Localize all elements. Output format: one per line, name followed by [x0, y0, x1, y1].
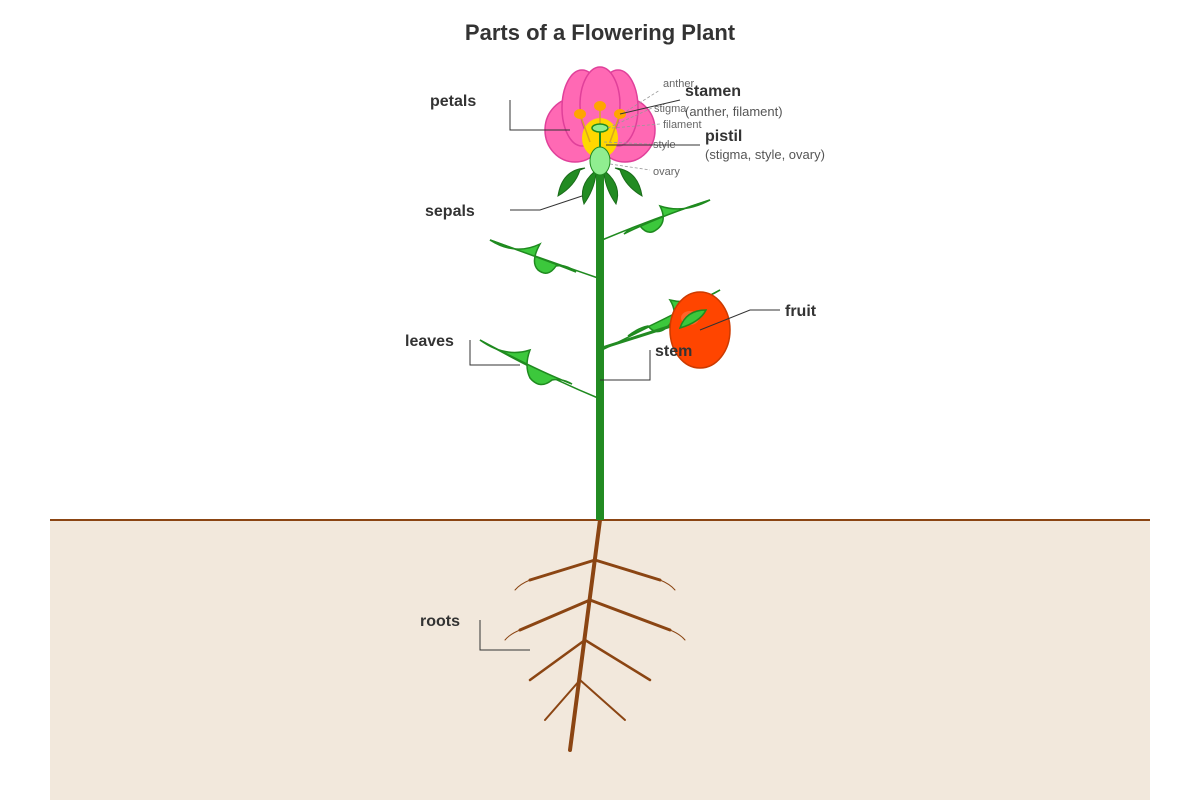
diagram-title: Parts of a Flowering Plant	[465, 20, 736, 45]
soil-area	[50, 520, 1150, 800]
leaf-lower-left	[479, 339, 599, 399]
sepals-group	[557, 167, 643, 206]
ovary-label: ovary	[653, 166, 680, 178]
pistil-sublabel: (stigma, style, ovary)	[705, 147, 825, 162]
leaf-upper-left	[489, 239, 599, 279]
leaf-upper-right	[601, 199, 711, 241]
stamen-sublabel: (anther, filament)	[685, 104, 783, 119]
flower-center	[574, 101, 626, 176]
ovary	[589, 146, 611, 176]
petals-label: petals	[430, 93, 476, 110]
anther-label: anther	[663, 78, 695, 90]
leader-lines	[469, 99, 780, 651]
stem-label: stem	[655, 343, 692, 360]
roots-group	[504, 518, 686, 752]
leaves-label: leaves	[405, 333, 454, 350]
pistil-label: pistil	[705, 128, 742, 145]
roots-label: roots	[420, 613, 460, 630]
sepals-label: sepals	[425, 203, 475, 220]
stamen-label: stamen	[685, 83, 741, 100]
stem	[596, 170, 604, 520]
fruit-label: fruit	[785, 303, 817, 320]
stigma-label: stigma	[654, 103, 687, 115]
filament-label: filament	[663, 119, 702, 131]
